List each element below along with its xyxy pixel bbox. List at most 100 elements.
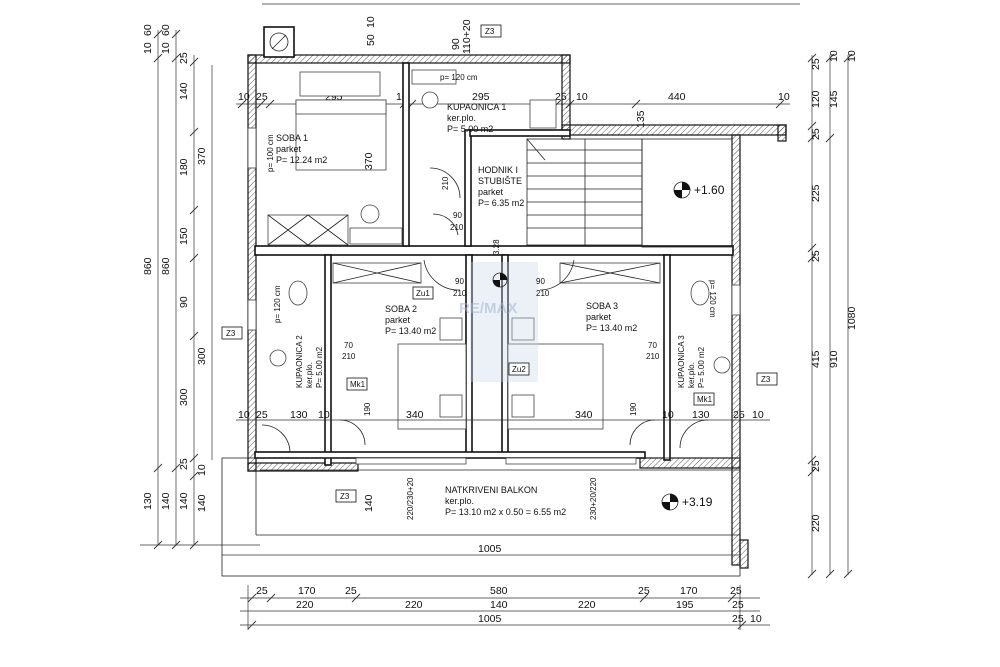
bottom-r2-2: 140 [490,599,508,611]
bottom-r2-1: 220 [405,599,423,611]
room-soba-2: SOBA 2 parket P= 13.40 m2 90 210 [385,277,467,336]
mid-dim-25: 25 [256,409,268,421]
left-dim-10c: 10 [196,464,208,476]
level-marker-balcony: +3.19 [661,493,713,511]
bottom-r1-6: 25 [730,585,742,597]
dim-70: 70 [648,341,657,350]
right-dimensions: 25 120 25 225 25 415 25 220 10 145 910 1… [807,50,858,579]
mid-dim-10b: 10 [318,409,330,421]
top-dim-135: 135 [635,110,647,128]
tag-z3-top: Z3 [485,27,495,36]
top-dim-90: 90 [450,38,462,50]
dim-370: 370 [363,152,375,170]
right-dim-120: 120 [810,90,822,108]
level-marker-terrace: +1.60 [673,181,725,199]
level-value: +3.19 [682,495,713,509]
room-balkon: NATKRIVENI BALKON ker.plo. P= 13.10 m2 x… [363,477,598,520]
level-value: +1.60 [694,183,725,197]
right-dim-415: 415 [810,350,822,368]
right-dim-225: 225 [810,184,822,202]
room-area: P= 5.00 m2 [697,346,706,388]
left-dim-140b: 140 [178,82,190,100]
dim-210: 210 [646,352,660,361]
mid-dim-10d: 10 [752,409,764,421]
door-dim-left: 220/230+20 [406,477,415,520]
tag-z3-right: Z3 [761,375,771,384]
bottom-r1-4: 25 [638,585,650,597]
bottom-r1-3: 580 [490,585,508,597]
left-dim-370: 370 [196,147,208,165]
bottom-r1-1: 170 [298,585,316,597]
top-dim-110: 110+20 [461,19,473,54]
top-dim-10b: 10 [396,91,408,103]
right-dim-25d: 25 [810,460,822,472]
room-kupaonica-2: KUPAONICA 2 ker.plo. P= 5.00 m2 p= 120 c… [273,285,356,388]
room-floor: ker.plo. [447,113,476,123]
room-area: P= 5.00 m2 [315,346,324,388]
room-area: P= 13.10 m2 x 0.50 = 6.55 m2 [445,507,566,517]
top-dim-440: 440 [668,91,686,103]
left-dim-25: 25 [178,52,190,64]
mid-dim-190b: 190 [629,402,638,416]
bottom-total: 1005 [478,613,502,625]
room-name-2: STUBIŠTE [478,176,522,186]
right-dim-25c: 25 [810,250,822,262]
tag-mk1-left: Mk1 [350,380,366,389]
window-dim: p= 120 cm [273,285,282,323]
room-soba-1: SOBA 1 parket P= 12.24 m2 p= 100 cm 370 [266,133,375,172]
top-dim-10c: 10 [576,91,588,103]
bottom-r1-2: 25 [345,585,357,597]
bottom-r1-5: 170 [680,585,698,597]
left-dim-860b: 860 [160,257,172,275]
tag-zu1: Zu1 [416,289,430,298]
room-floor: parket [478,187,504,197]
room-kupaonica-1: KUPAONICA 1 ker.plo. P= 5.00 m2 p= 120 c… [440,73,506,134]
room-floor: ker.plo. [687,362,696,388]
left-dimensions: 10 60 860 130 60 10 860 140 25 140 180 1… [140,24,260,550]
dim-210: 210 [450,223,464,232]
top-dim-50: 50 [365,34,377,46]
left-dim-25b: 25 [178,458,190,470]
room-name: KUPAONICA 2 [295,335,304,388]
right-dim-145: 145 [828,90,840,108]
left-dim-140c: 140 [178,492,190,510]
dim-210: 210 [453,289,467,298]
right-dim-910: 910 [828,350,840,368]
tag-z3-balcony: Z3 [340,492,350,501]
left-dim-10b: 10 [160,42,172,54]
right-dim-10: 10 [828,50,840,62]
dim-140: 140 [363,494,375,512]
furniture [261,69,731,500]
right-dim-1080: 1080 [846,306,858,330]
tags: Z3 Z3 Z3 Z3 Zu1 Zu2 Mk1 Mk1 [221,24,778,503]
mid-dim-10: 10 [238,409,250,421]
mid-dim-25b: 25 [733,409,745,421]
top-dim-10e: 10 [365,16,377,28]
room-name: SOBA 2 [385,304,417,314]
dim-210-b: 210 [441,176,450,190]
room-kupaonica-3: KUPAONICA 3 ker.plo. P= 5.00 m2 p= 120 c… [646,280,717,388]
room-floor: parket [276,144,302,154]
top-dim-25b: 25 [555,91,567,103]
window-dim: p= 100 cm [266,134,275,172]
watermark: RE/MAX [459,262,538,382]
room-name: SOBA 3 [586,301,618,311]
bottom-dimensions: 1005 25 170 25 580 25 170 25 220 220 140… [222,543,770,630]
room-floor: parket [385,315,411,325]
staircase [526,138,643,246]
window-dim: p= 120 cm [440,73,478,82]
dim-210: 210 [536,289,550,298]
bottom-end-25: 25 [732,613,744,625]
door-dim-right: 230+20/220 [589,477,598,520]
watermark-text: RE/MAX [459,300,517,317]
dim-90: 90 [453,211,462,220]
left-dim-415: 300 [196,347,208,365]
mid-dim-190a: 190 [363,402,372,416]
right-dim-10b: 10 [846,50,858,62]
dim-70: 70 [344,341,353,350]
bottom-r2-0: 220 [296,599,314,611]
left-dim-60b: 60 [160,24,172,36]
room-floor: ker.plo. [305,362,314,388]
room-name: HODNIK I [478,165,518,175]
